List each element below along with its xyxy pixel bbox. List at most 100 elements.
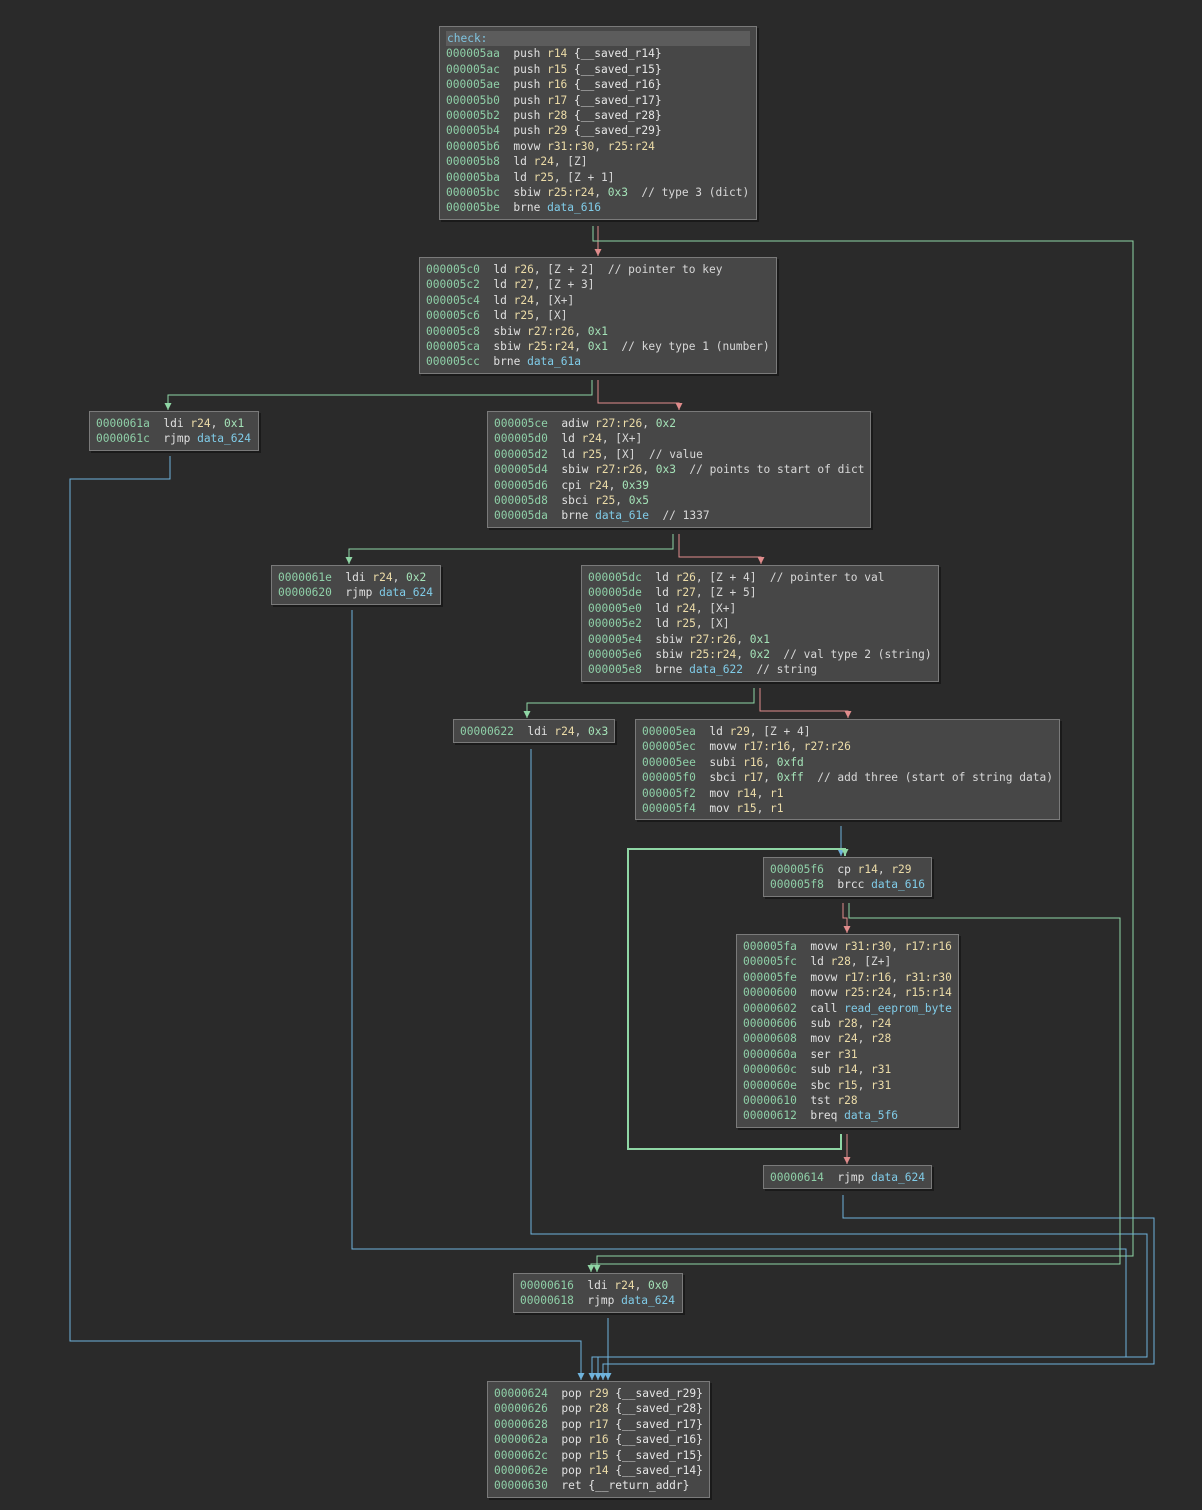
instruction-line[interactable]: 000005fc ld r28, [Z+]: [743, 954, 952, 969]
instruction-line[interactable]: 0000060a ser r31: [743, 1047, 952, 1062]
instruction-address[interactable]: 000005fc: [743, 955, 797, 969]
instruction-line[interactable]: 000005d0 ld r24, [X+]: [494, 431, 864, 446]
symbol-link[interactable]: read_eeprom_byte: [844, 1001, 952, 1015]
symbol-link[interactable]: data_616: [871, 878, 925, 892]
instruction-line[interactable]: 000005ae push r16 {__saved_r16}: [446, 77, 750, 92]
instruction-address[interactable]: 00000630: [494, 1479, 548, 1493]
instruction-line[interactable]: 00000606 sub r28, r24: [743, 1016, 952, 1031]
instruction-line[interactable]: 000005b0 push r17 {__saved_r17}: [446, 93, 750, 108]
instruction-address[interactable]: 000005aa: [446, 47, 500, 61]
instruction-line[interactable]: 00000620 rjmp data_624: [278, 585, 434, 600]
instruction-address[interactable]: 00000620: [278, 586, 332, 600]
instruction-address[interactable]: 00000610: [743, 1093, 797, 1107]
instruction-address[interactable]: 000005d8: [494, 493, 548, 507]
instruction-address[interactable]: 000005ec: [642, 740, 696, 754]
instruction-line[interactable]: 000005d6 cpi r24, 0x39: [494, 478, 864, 493]
instruction-line[interactable]: 000005ec movw r17:r16, r27:r26: [642, 739, 1053, 754]
instruction-address[interactable]: 000005cc: [426, 355, 480, 369]
instruction-address[interactable]: 000005c6: [426, 309, 480, 323]
instruction-line[interactable]: 000005de ld r27, [Z + 5]: [588, 585, 932, 600]
instruction-line[interactable]: 00000600 movw r25:r24, r15:r14: [743, 985, 952, 1000]
instruction-address[interactable]: 000005b6: [446, 139, 500, 153]
instruction-address[interactable]: 00000614: [770, 1171, 824, 1184]
instruction-line[interactable]: 00000624 pop r29 {__saved_r29}: [494, 1386, 703, 1401]
instruction-line[interactable]: 000005be brne data_616: [446, 200, 750, 215]
instruction-address[interactable]: 00000600: [743, 986, 797, 1000]
symbol-link[interactable]: data_61a: [527, 355, 581, 369]
instruction-line[interactable]: 00000618 rjmp data_624: [520, 1293, 676, 1308]
instruction-address[interactable]: 0000062e: [494, 1463, 548, 1477]
symbol-link[interactable]: data_624: [379, 586, 433, 600]
symbol-link[interactable]: data_624: [621, 1294, 675, 1308]
symbol-link[interactable]: data_616: [547, 201, 601, 215]
instruction-address[interactable]: 0000060e: [743, 1078, 797, 1092]
instruction-line[interactable]: 000005d4 sbiw r27:r26, 0x3 // points to …: [494, 462, 865, 477]
symbol-link[interactable]: data_624: [871, 1171, 925, 1184]
instruction-address[interactable]: 000005c2: [426, 278, 480, 292]
instruction-address[interactable]: 00000626: [494, 1402, 548, 1416]
instruction-address[interactable]: 000005ca: [426, 339, 480, 353]
instruction-line[interactable]: 000005b4 push r29 {__saved_r29}: [446, 123, 750, 138]
instruction-address[interactable]: 000005b8: [446, 155, 500, 169]
block-5dc[interactable]: 000005dc ld r26, [Z + 4] // pointer to v…: [581, 565, 939, 682]
instruction-line[interactable]: 00000612 breq data_5f6: [743, 1108, 952, 1123]
instruction-line[interactable]: 00000614 rjmp data_624: [770, 1170, 925, 1185]
instruction-line[interactable]: 000005e8 brne data_622 // string: [588, 662, 932, 677]
instruction-line[interactable]: 00000630 ret {__return_addr}: [494, 1478, 703, 1493]
instruction-address[interactable]: 000005fe: [743, 970, 797, 984]
instruction-line[interactable]: 000005ba ld r25, [Z + 1]: [446, 170, 750, 185]
instruction-line[interactable]: 000005c2 ld r27, [Z + 3]: [426, 277, 770, 292]
instruction-line[interactable]: 00000608 mov r24, r28: [743, 1031, 952, 1046]
instruction-line[interactable]: 000005fe movw r17:r16, r31:r30: [743, 970, 952, 985]
instruction-line[interactable]: 0000061a ldi r24, 0x1: [96, 416, 252, 431]
instruction-address[interactable]: 000005b2: [446, 108, 500, 122]
instruction-address[interactable]: 000005d6: [494, 478, 548, 492]
instruction-address[interactable]: 000005ba: [446, 170, 500, 184]
instruction-line[interactable]: 000005f0 sbci r17, 0xff // add three (st…: [642, 770, 1053, 785]
instruction-address[interactable]: 000005ae: [446, 78, 500, 92]
block-check[interactable]: check:000005aa push r14 {__saved_r14}000…: [439, 26, 757, 220]
instruction-line[interactable]: 00000616 ldi r24, 0x0: [520, 1278, 676, 1293]
block-614[interactable]: 00000614 rjmp data_624: [763, 1165, 932, 1190]
instruction-address[interactable]: 000005d2: [494, 447, 548, 461]
instruction-line[interactable]: 000005c8 sbiw r27:r26, 0x1: [426, 324, 770, 339]
instruction-line[interactable]: 000005c6 ld r25, [X]: [426, 308, 770, 323]
instruction-address[interactable]: 00000616: [520, 1279, 574, 1292]
instruction-address[interactable]: 00000628: [494, 1417, 548, 1431]
instruction-address[interactable]: 0000061c: [96, 432, 150, 446]
block-624[interactable]: 00000624 pop r29 {__saved_r29}00000626 p…: [487, 1381, 710, 1498]
instruction-line[interactable]: 000005e0 ld r24, [X+]: [588, 601, 932, 616]
symbol-link[interactable]: data_61e: [595, 509, 649, 523]
instruction-address[interactable]: 00000622: [460, 725, 514, 738]
instruction-line[interactable]: 000005b8 ld r24, [Z]: [446, 154, 750, 169]
instruction-address[interactable]: 00000602: [743, 1001, 797, 1015]
instruction-line[interactable]: 000005f4 mov r15, r1: [642, 801, 1053, 816]
instruction-line[interactable]: 000005b2 push r28 {__saved_r28}: [446, 108, 750, 123]
instruction-line[interactable]: 000005da brne data_61e // 1337: [494, 508, 864, 523]
instruction-line[interactable]: 000005cc brne data_61a: [426, 354, 770, 369]
instruction-line[interactable]: 000005d2 ld r25, [X] // value: [494, 447, 864, 462]
instruction-line[interactable]: 000005fa movw r31:r30, r17:r16: [743, 939, 952, 954]
instruction-address[interactable]: 000005d4: [494, 463, 548, 477]
instruction-line[interactable]: 0000061e ldi r24, 0x2: [278, 570, 434, 585]
instruction-line[interactable]: 0000060c sub r14, r31: [743, 1062, 952, 1077]
instruction-line[interactable]: 0000060e sbc r15, r31: [743, 1078, 952, 1093]
instruction-line[interactable]: 000005c4 ld r24, [X+]: [426, 293, 770, 308]
instruction-address[interactable]: 000005da: [494, 509, 548, 523]
instruction-line[interactable]: 000005ac push r15 {__saved_r15}: [446, 62, 750, 77]
instruction-address[interactable]: 000005c0: [426, 263, 480, 276]
instruction-address[interactable]: 000005be: [446, 201, 500, 215]
instruction-address[interactable]: 00000618: [520, 1294, 574, 1308]
instruction-address[interactable]: 00000606: [743, 1016, 797, 1030]
instruction-address[interactable]: 000005f2: [642, 786, 696, 800]
instruction-line[interactable]: 000005f2 mov r14, r1: [642, 786, 1053, 801]
instruction-address[interactable]: 000005ce: [494, 417, 548, 430]
instruction-address[interactable]: 000005e2: [588, 617, 642, 631]
instruction-address[interactable]: 0000062c: [494, 1448, 548, 1462]
instruction-address[interactable]: 000005ee: [642, 755, 696, 769]
symbol-link[interactable]: data_5f6: [844, 1109, 898, 1123]
